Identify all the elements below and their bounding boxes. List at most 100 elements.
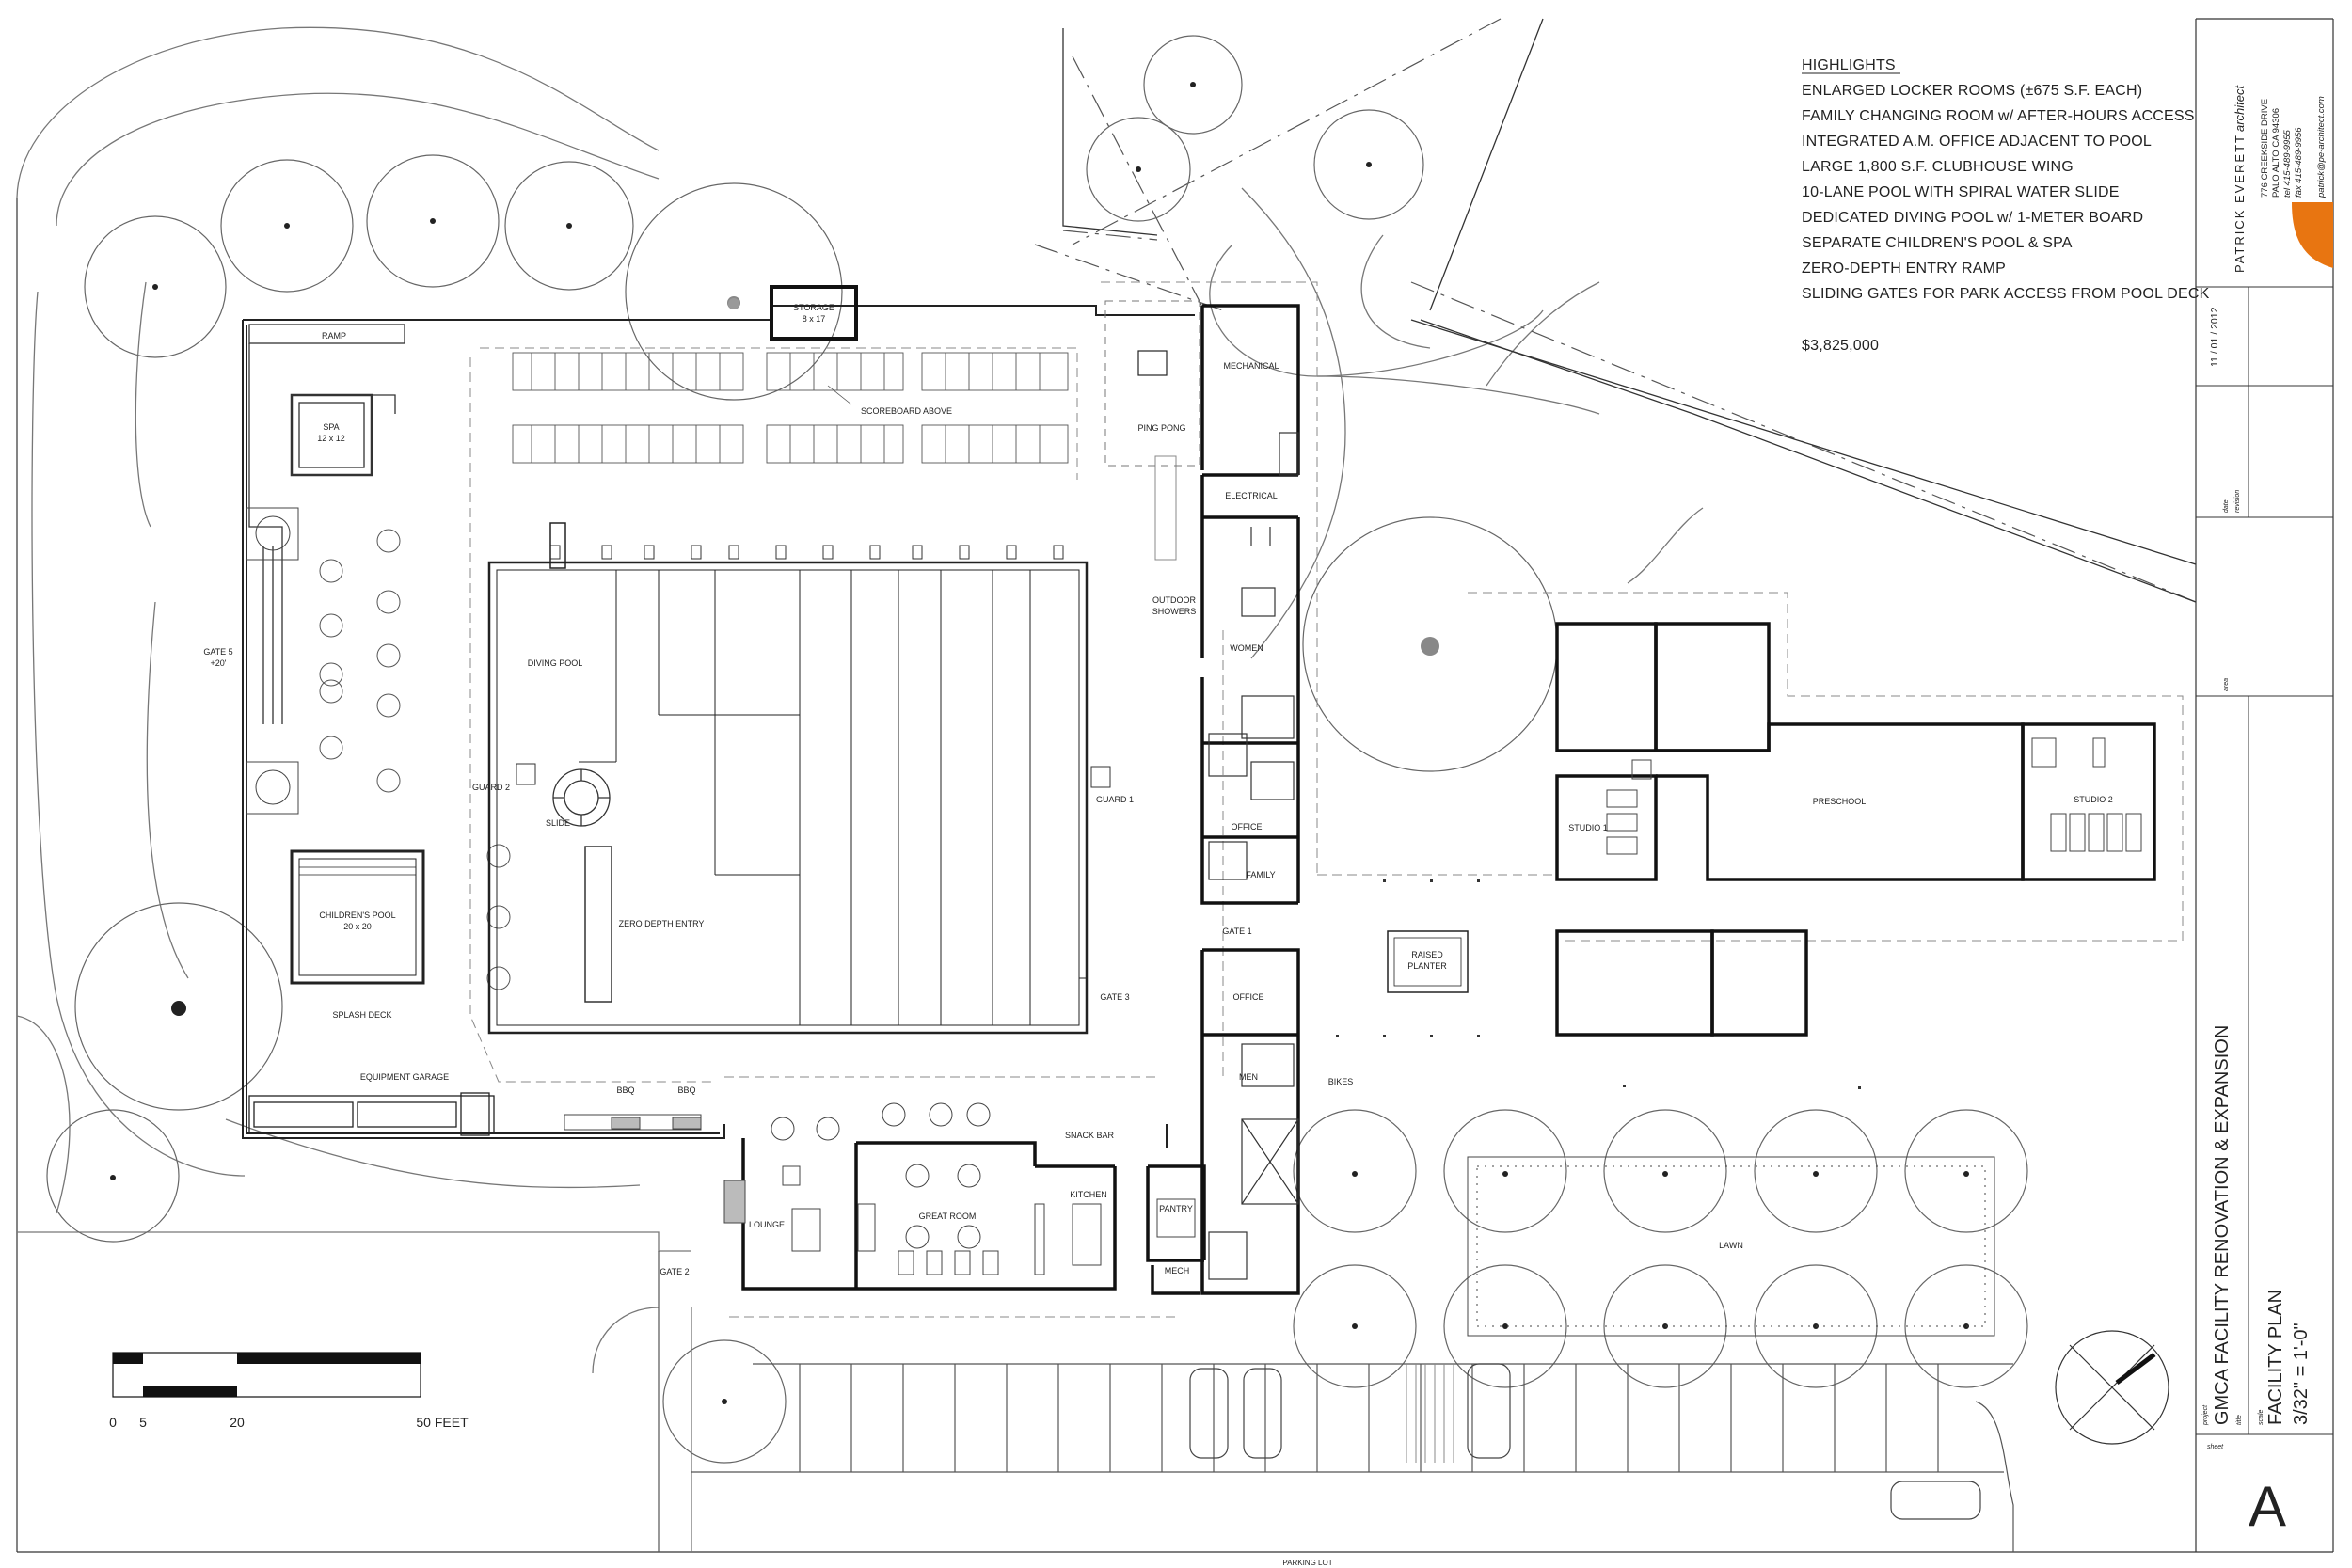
field-project-label: project <box>2202 1404 2209 1426</box>
north-arrow <box>2055 1330 2169 1445</box>
project-title: GMCA FACILITY RENOVATION & EXPANSION <box>2212 1025 2233 1425</box>
parked-cars <box>1189 1363 1981 1520</box>
ground-dots <box>1336 879 1861 1089</box>
tree-trunks <box>110 82 1969 1404</box>
bbq-2-label: BBQ <box>677 1085 695 1095</box>
field-sheet-label: sheet <box>2207 1444 2224 1450</box>
equipment-garage <box>248 1092 495 1136</box>
studio-1-label: STUDIO 1 <box>1568 823 1608 832</box>
studio-2-label: STUDIO 2 <box>2074 795 2113 804</box>
scale-bar-label-50: 50 FEET <box>416 1415 469 1430</box>
field-scale-label: scale <box>2258 1410 2265 1425</box>
property-lines <box>1034 18 2197 603</box>
lap-pool <box>487 561 1089 1035</box>
title-block <box>2196 202 2333 1435</box>
outdoor-showers-label: OUTDOOR <box>1152 595 1196 605</box>
scale-bar <box>112 1352 421 1398</box>
field-date-label: date <box>2223 499 2230 513</box>
equipment-garage-label: EQUIPMENT GARAGE <box>360 1072 449 1082</box>
highlight-item: FAMILY CHANGING ROOM w/ AFTER-HOURS ACCE… <box>1802 108 2195 124</box>
field-title-label: title <box>2236 1415 2243 1425</box>
spa-size-label: 12 x 12 <box>317 434 345 443</box>
gate-1-label: GATE 1 <box>1222 927 1251 936</box>
pantry-label: PANTRY <box>1159 1204 1193 1213</box>
lawn-area <box>1467 1156 1995 1337</box>
diving-board <box>549 522 566 569</box>
trees <box>46 35 2028 1464</box>
zero-depth-ramp <box>584 846 612 1003</box>
raised-planter-label-2: PLANTER <box>1407 961 1447 971</box>
spa-label: SPA <box>323 422 339 432</box>
raised-planter-label: RAISED <box>1411 950 1443 959</box>
lounge-chairs <box>512 352 1069 464</box>
parking-lot-label: PARKING LOT <box>1282 1559 1332 1567</box>
highlights-heading: HIGHLIGHTS <box>1802 57 1896 73</box>
mech-label: MECH <box>1165 1266 1190 1275</box>
lawn-label: LAWN <box>1719 1241 1743 1250</box>
gate5-note: +20' <box>211 658 227 668</box>
office-1-label: OFFICE <box>1232 822 1263 832</box>
clubhouse-wing <box>741 1138 1206 1295</box>
storage-size-label: 8 x 17 <box>803 314 826 324</box>
scale-bar-label-5: 5 <box>139 1415 147 1430</box>
park-boundary <box>1062 18 2197 603</box>
women-label: WOMEN <box>1230 643 1263 653</box>
sheet-scale: 3/32" = 1'-0" <box>2291 1323 2312 1425</box>
snack-bar-label: SNACK BAR <box>1065 1131 1115 1140</box>
family-label: FAMILY <box>1246 870 1275 879</box>
scale-bar-label-0: 0 <box>109 1415 117 1430</box>
slide-label: SLIDE <box>546 818 570 828</box>
zero-depth-label: ZERO DEPTH ENTRY <box>619 919 705 928</box>
deck-dashed-outline <box>469 281 2184 1318</box>
mechanical-label: MECHANICAL <box>1223 361 1279 371</box>
sheet-date: 11 / 01 / 2012 <box>2209 307 2220 367</box>
preschool-wing <box>1555 622 2156 1037</box>
men-label: MEN <box>1239 1072 1258 1082</box>
highlight-item: SEPARATE CHILDREN'S POOL & SPA <box>1802 235 2073 251</box>
field-revision-label: revision <box>2234 490 2241 513</box>
ramp-and-spa <box>248 324 405 724</box>
deck-tables <box>319 529 511 990</box>
lane-markers <box>549 545 1064 560</box>
highlight-item: LARGE 1,800 S.F. CLUBHOUSE WING <box>1802 159 2074 175</box>
spiral-slide <box>552 768 611 827</box>
gate-3-label: GATE 3 <box>1100 992 1129 1002</box>
kitchen-label: KITCHEN <box>1070 1190 1107 1199</box>
gate5-label: GATE 5 <box>203 647 232 657</box>
highlight-item: ZERO-DEPTH ENTRY RAMP <box>1802 261 2006 277</box>
splash-deck-label: SPLASH DECK <box>332 1010 391 1020</box>
scoreboard-label: SCOREBOARD ABOVE <box>861 406 952 416</box>
bbq-counters <box>564 1114 702 1131</box>
firm-name: PATRICK EVERETT <box>2233 134 2247 273</box>
highlight-item: INTEGRATED A.M. OFFICE ADJACENT TO POOL <box>1802 134 2152 150</box>
highlight-item: SLIDING GATES FOR PARK ACCESS FROM POOL … <box>1802 286 2210 302</box>
highlight-item: ENLARGED LOCKER ROOMS (±675 S.F. EACH) <box>1802 83 2142 99</box>
firm-word: architect <box>2233 84 2247 132</box>
storage-label: STORAGE <box>793 303 834 312</box>
preschool-label: PRESCHOOL <box>1813 797 1867 806</box>
firm-email: patrick@pe-architect.com <box>2316 96 2327 198</box>
bikes-label: BIKES <box>1328 1077 1354 1086</box>
locker-wing-detail <box>1208 432 1299 1280</box>
planters <box>246 507 299 815</box>
highlight-item: DEDICATED DIVING POOL w/ 1-METER BOARD <box>1802 210 2143 226</box>
guard-chairs <box>516 763 1111 788</box>
firm-fax: fax 415-489-9956 <box>2294 127 2304 198</box>
sheet-border <box>16 18 2334 1553</box>
childrens-pool-size: 20 x 20 <box>343 922 372 931</box>
ping-pong-label: PING PONG <box>1137 423 1185 433</box>
highlights-cost: $3,825,000 <box>1802 338 1879 354</box>
field-area-label: area <box>2223 678 2230 691</box>
scale-bar-label-20: 20 <box>230 1415 245 1430</box>
raised-planter <box>1387 930 1469 993</box>
lounge-label: LOUNGE <box>749 1220 785 1229</box>
firm-tel: tel 415-489-9955 <box>2282 129 2293 198</box>
sheet-title: FACILITY PLAN <box>2265 1290 2286 1425</box>
clubhouse-furniture <box>723 1102 1196 1275</box>
ramp-label: RAMP <box>322 331 346 341</box>
site-context-lines <box>16 26 1704 1552</box>
great-room-label: GREAT ROOM <box>919 1212 977 1221</box>
bbq-1-label: BBQ <box>616 1085 634 1095</box>
firm-logo-mark <box>2292 202 2333 268</box>
guard-1-label: GUARD 1 <box>1096 795 1134 804</box>
